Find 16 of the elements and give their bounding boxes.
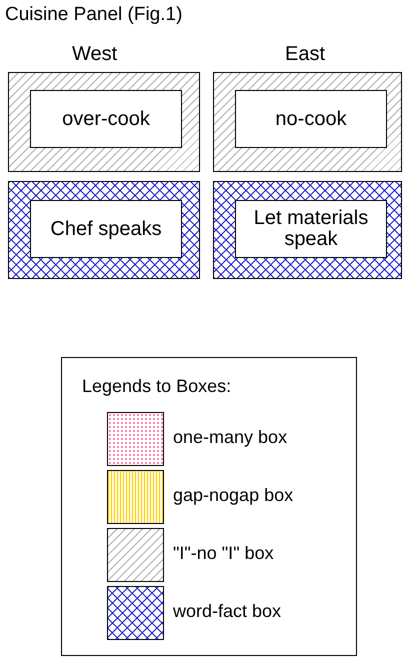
legend-text: gap-nogap box [173,485,294,506]
legend-text: word-fact box [173,601,282,622]
column-header: West [72,43,118,66]
hatched-frame [8,181,200,279]
legend-text: one-many box [173,427,288,448]
column-header: East [285,43,326,66]
legend-heading: Legends to Boxes: [82,376,232,397]
panel-box: no-cook [235,90,387,148]
figure-title: Cuisine Panel (Fig.1) [5,4,182,26]
panel-box: over-cook [30,90,182,148]
panel-box: Let materials speak [235,200,387,258]
hatched-frame [8,72,200,172]
panel-box: Chef speaks [30,200,182,258]
hatched-frame [213,181,402,279]
legend-text: "I"-no "I" box [173,543,274,564]
hatched-frame [213,72,402,172]
